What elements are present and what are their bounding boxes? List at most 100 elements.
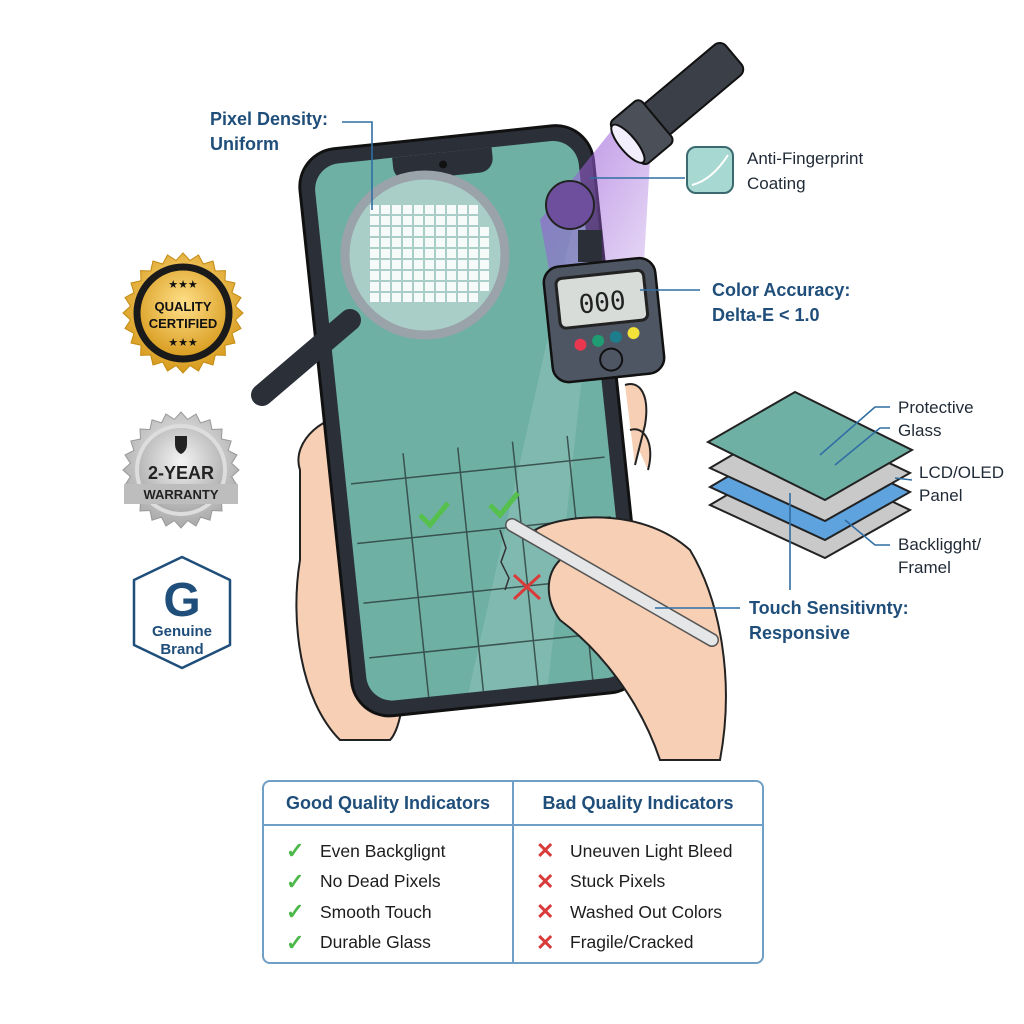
label-pixel-density: Pixel Density:Uniform	[210, 109, 328, 154]
pixel	[425, 227, 434, 236]
svg-text:WARRANTY: WARRANTY	[143, 487, 218, 502]
bad-item: ✕Washed Out Colors	[536, 899, 723, 925]
pixel	[414, 293, 423, 302]
pixel	[458, 238, 467, 247]
meter-reading: 000	[577, 286, 627, 321]
pixel	[381, 205, 390, 214]
pixel	[447, 271, 456, 280]
good-column: Good Quality Indicators ✓Even Backglignt…	[264, 782, 512, 962]
pixel	[370, 260, 379, 269]
bad-item: ✕Uneuven Light Bleed	[536, 838, 733, 864]
svg-text:★★★: ★★★	[168, 337, 198, 349]
pixel	[403, 271, 412, 280]
flashlight-icon	[609, 41, 745, 165]
bad-header: Bad Quality Indicators	[514, 782, 762, 826]
right-hand-fingers	[624, 383, 652, 471]
pixel	[458, 293, 467, 302]
pixel	[436, 271, 445, 280]
pixel	[480, 227, 489, 236]
pixel	[458, 282, 467, 291]
pixel	[425, 293, 434, 302]
bad-item: ✕Fragile/Cracked	[536, 929, 694, 955]
pixel	[392, 227, 401, 236]
pixel	[370, 293, 379, 302]
svg-text:2-YEAR: 2-YEAR	[148, 463, 214, 483]
pixel	[370, 271, 379, 280]
pixel	[381, 227, 390, 236]
pixel	[370, 227, 379, 236]
pixel	[469, 271, 478, 280]
pixel	[381, 216, 390, 225]
check-icon	[488, 491, 520, 519]
pixel	[436, 227, 445, 236]
pixel	[381, 260, 390, 269]
pixel	[425, 216, 434, 225]
bad-column: Bad Quality Indicators ✕Uneuven Light Bl…	[512, 782, 762, 962]
pixel	[425, 205, 434, 214]
pixel	[447, 216, 456, 225]
pixel	[447, 205, 456, 214]
colorimeter: 000	[542, 256, 666, 384]
pixel	[458, 216, 467, 225]
pixel	[469, 260, 478, 269]
pixel	[403, 293, 412, 302]
pixel	[425, 238, 434, 247]
pixel	[381, 271, 390, 280]
pixel	[436, 260, 445, 269]
good-item: ✓No Dead Pixels	[286, 868, 441, 894]
pixel	[392, 205, 401, 214]
pixel	[458, 249, 467, 258]
pixel	[414, 227, 423, 236]
pixel	[370, 205, 379, 214]
pixel	[469, 216, 478, 225]
cross-icon	[512, 573, 542, 601]
check-icon: ✓	[286, 838, 305, 864]
pixel	[392, 216, 401, 225]
pixel	[403, 216, 412, 225]
pixel	[425, 271, 434, 280]
label-touch-sensitivity: Touch Sensitivnty:Responsive	[749, 598, 909, 643]
pixel	[414, 205, 423, 214]
pixel	[469, 293, 478, 302]
good-item: ✓Even Backglignt	[286, 838, 446, 864]
pixel	[425, 282, 434, 291]
pixel	[447, 249, 456, 258]
pixel	[392, 260, 401, 269]
pixel	[436, 238, 445, 247]
pixel	[436, 293, 445, 302]
label-backlight: Backligght/Framel	[898, 535, 981, 577]
pixel	[381, 293, 390, 302]
check-icon: ✓	[286, 929, 305, 955]
pixel	[447, 260, 456, 269]
magnifying-glass	[251, 170, 510, 406]
pixel	[403, 260, 412, 269]
pixel	[436, 205, 445, 214]
pixel	[458, 205, 467, 214]
pixel	[414, 249, 423, 258]
pixel	[480, 271, 489, 280]
pixel	[458, 227, 467, 236]
quality-indicators-table: Good Quality Indicators ✓Even Backglignt…	[262, 780, 764, 964]
pixel	[392, 282, 401, 291]
pixel	[381, 282, 390, 291]
coating-sensor	[545, 180, 595, 230]
pixel	[447, 282, 456, 291]
pixel	[381, 249, 390, 258]
cross-icon: ✕	[536, 899, 555, 925]
pixel	[436, 249, 445, 258]
pixel	[436, 282, 445, 291]
pixel	[425, 249, 434, 258]
pixel	[403, 205, 412, 214]
pixel	[458, 271, 467, 280]
check-icon	[418, 501, 450, 529]
pixel	[447, 238, 456, 247]
check-icon: ✓	[286, 868, 305, 894]
pixel	[480, 249, 489, 258]
pixel	[480, 282, 489, 291]
check-icon: ✓	[286, 899, 305, 925]
